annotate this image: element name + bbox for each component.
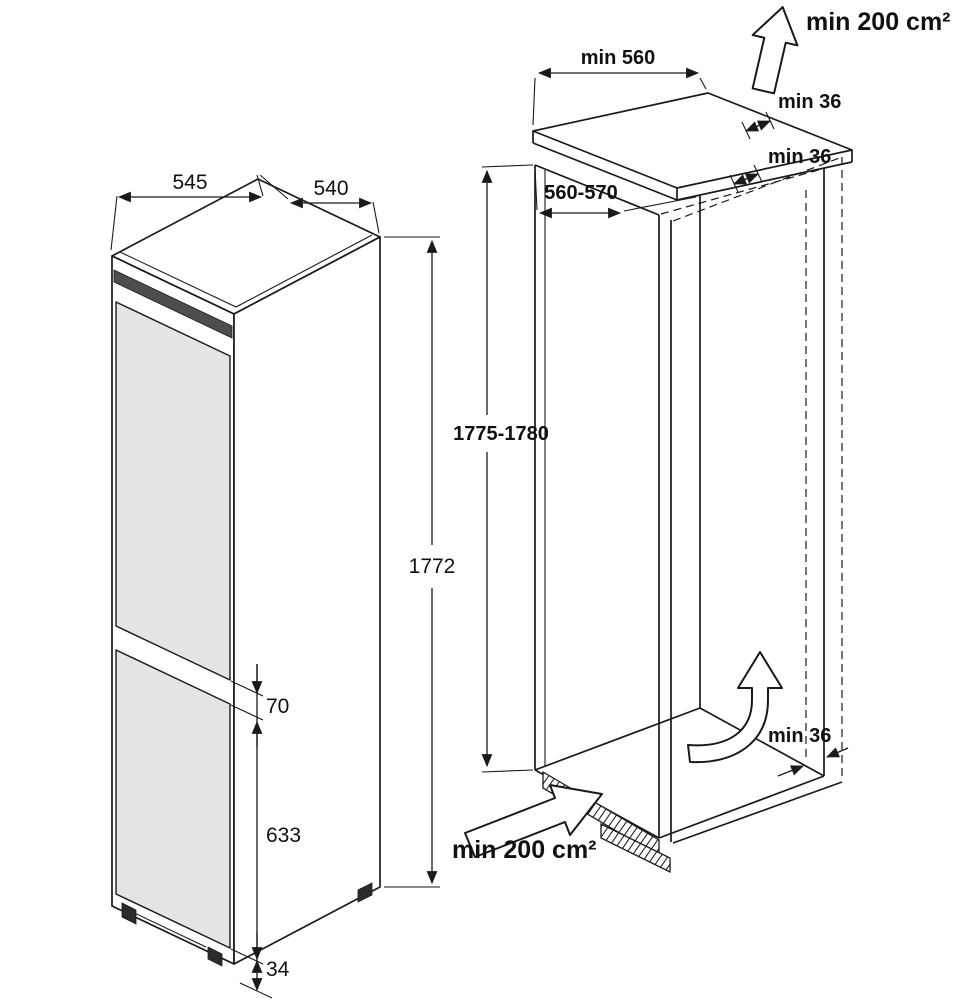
extension-line <box>259 174 289 200</box>
lower-door <box>115 649 231 949</box>
dim-appliance-width: 540 <box>259 174 380 234</box>
niche-back-bottom-edge <box>699 707 825 777</box>
extension-line <box>765 111 775 130</box>
door-gap-label: 70 <box>266 695 289 718</box>
dim-top-clearance: min 36 <box>741 91 841 140</box>
lower-door-height-label: 633 <box>266 824 301 847</box>
top-rear-clearance-label: min 36 <box>768 146 831 168</box>
dim-appliance-height: 1772 <box>384 236 456 888</box>
extension-line <box>481 164 534 168</box>
dim-line <box>733 173 759 185</box>
upper-door <box>115 301 231 681</box>
worktop-lower-right-edge <box>676 161 853 201</box>
dim-niche-width: min 560 <box>532 47 707 126</box>
front-left-foot <box>121 902 137 925</box>
appliance-side-face <box>233 236 381 965</box>
appliance-height-label: 1772 <box>409 555 456 578</box>
extension-line <box>623 196 697 212</box>
extension-line <box>110 195 118 251</box>
worktop-lower-front-edge <box>532 142 678 201</box>
hidden-top-right-edge <box>672 156 843 222</box>
dim-appliance-depth: 545 <box>110 171 264 251</box>
extension-line <box>699 77 707 90</box>
extension-line <box>372 201 380 234</box>
extension-line <box>230 704 264 721</box>
extension-line <box>534 168 538 211</box>
top-ventilation-label: min 200 cm² <box>806 8 951 36</box>
appliance-width-label: 540 <box>313 177 348 200</box>
bottom-air-inlet-arrow-icon <box>464 784 603 858</box>
plinth-height-label: 34 <box>266 958 290 981</box>
extension-line <box>753 164 763 183</box>
top-airflow-arrow-icon <box>751 6 799 95</box>
top-clearance-label: min 36 <box>778 91 841 113</box>
dim-rear-clearance: min 36 <box>768 725 849 777</box>
dim-line <box>745 120 771 132</box>
niche-depth-label: 560-570 <box>544 182 617 204</box>
extension-line <box>532 77 536 126</box>
niche-width-label: min 560 <box>581 47 655 69</box>
niche-figure <box>464 6 853 874</box>
bottom-ventilation-label: min 200 cm² <box>452 836 597 864</box>
appliance-control-band <box>113 269 233 339</box>
hidden-inner-top-edge <box>660 168 823 215</box>
dim-niche-depth: 560-570 <box>534 168 697 219</box>
dim-top-rear-clearance: min 36 <box>729 146 831 193</box>
appliance-figure <box>111 178 381 967</box>
extension-line <box>481 769 534 773</box>
appliance-depth-label: 545 <box>172 171 207 194</box>
dim-arrow <box>826 747 849 758</box>
rear-foot <box>357 882 373 903</box>
niche-height-label: 1775-1780 <box>453 423 549 445</box>
dim-arrow <box>777 765 805 777</box>
front-right-foot <box>207 946 223 967</box>
appliance-dimensions: 545 540 1772 70 633 <box>110 171 456 999</box>
plinth-vent-grille-2 <box>600 822 671 874</box>
niche-front-top-edge <box>534 164 660 216</box>
dim-niche-height: 1775-1780 <box>453 164 549 773</box>
niche-floor-right-edge <box>658 775 825 839</box>
appliance-top-inner-edge <box>119 234 373 308</box>
niche-dimensions: min 560 min 200 cm² min 36 min 36 560-57… <box>452 8 951 864</box>
dim-door-stack: 70 633 34 <box>230 664 301 999</box>
niche-floor-left-edge <box>534 707 701 771</box>
rear-clearance-label: min 36 <box>768 725 831 747</box>
internal-airflow-arrow-icon <box>687 651 783 764</box>
niche-outer-bottom-edge <box>672 781 843 844</box>
plinth-edge <box>123 907 207 948</box>
